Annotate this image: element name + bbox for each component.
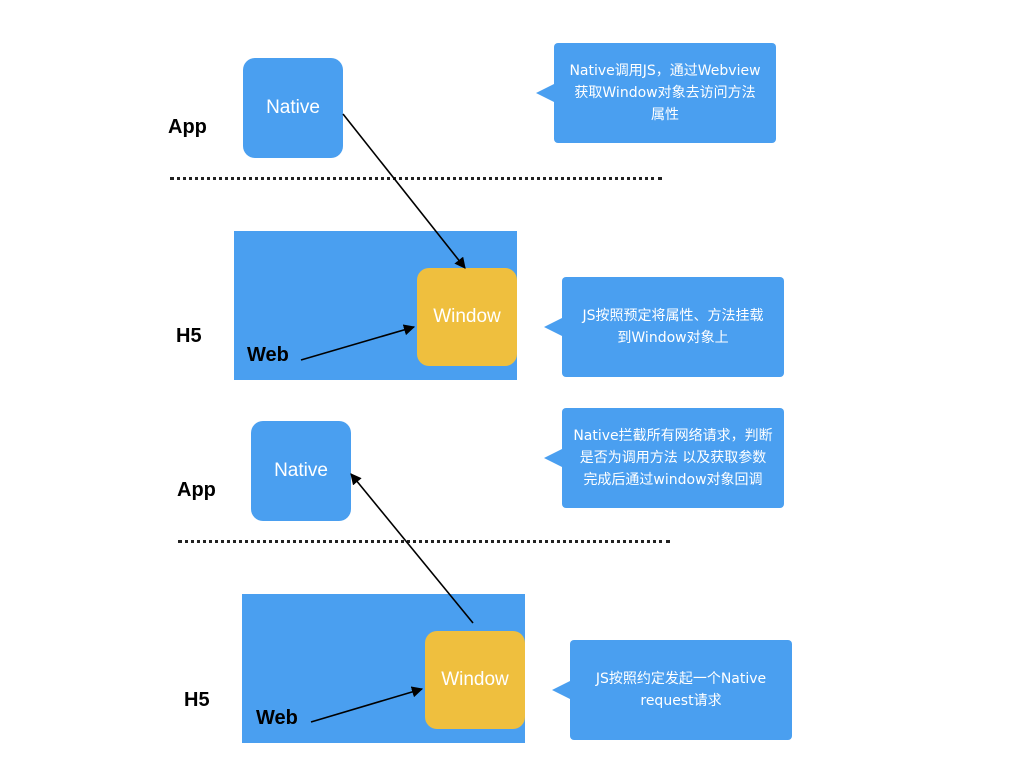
- layer-divider-1: [170, 177, 662, 180]
- callout-js-mounts-window: JS按照预定将属性、方法挂载 到Window对象上: [544, 277, 784, 377]
- web-label-2: Web: [256, 707, 298, 729]
- callout-js-sends-request: JS按照约定发起一个Native request请求: [552, 640, 792, 740]
- window-node-label: Window: [433, 306, 501, 327]
- h5-label-1: H5: [176, 325, 202, 347]
- native-node-1: Native: [243, 58, 343, 158]
- native-node-label: Native: [266, 97, 320, 118]
- window-node-2: Window: [425, 631, 525, 729]
- app-label-2: App: [177, 479, 216, 501]
- web-label-1: Web: [247, 344, 289, 366]
- h5-label-2: H5: [184, 689, 210, 711]
- window-node-label: Window: [441, 669, 509, 690]
- callout-native-intercepts: Native拦截所有网络请求，判断 是否为调用方法 以及获取参数 完成后通过wi…: [544, 408, 784, 508]
- callout-native-calls-js: Native调用JS，通过Webview 获取Window对象去访问方法 属性: [536, 43, 776, 143]
- layer-divider-2: [178, 540, 670, 543]
- window-node-1: Window: [417, 268, 517, 366]
- native-node-2: Native: [251, 421, 351, 521]
- native-node-label: Native: [274, 460, 328, 481]
- app-label-1: App: [168, 116, 207, 138]
